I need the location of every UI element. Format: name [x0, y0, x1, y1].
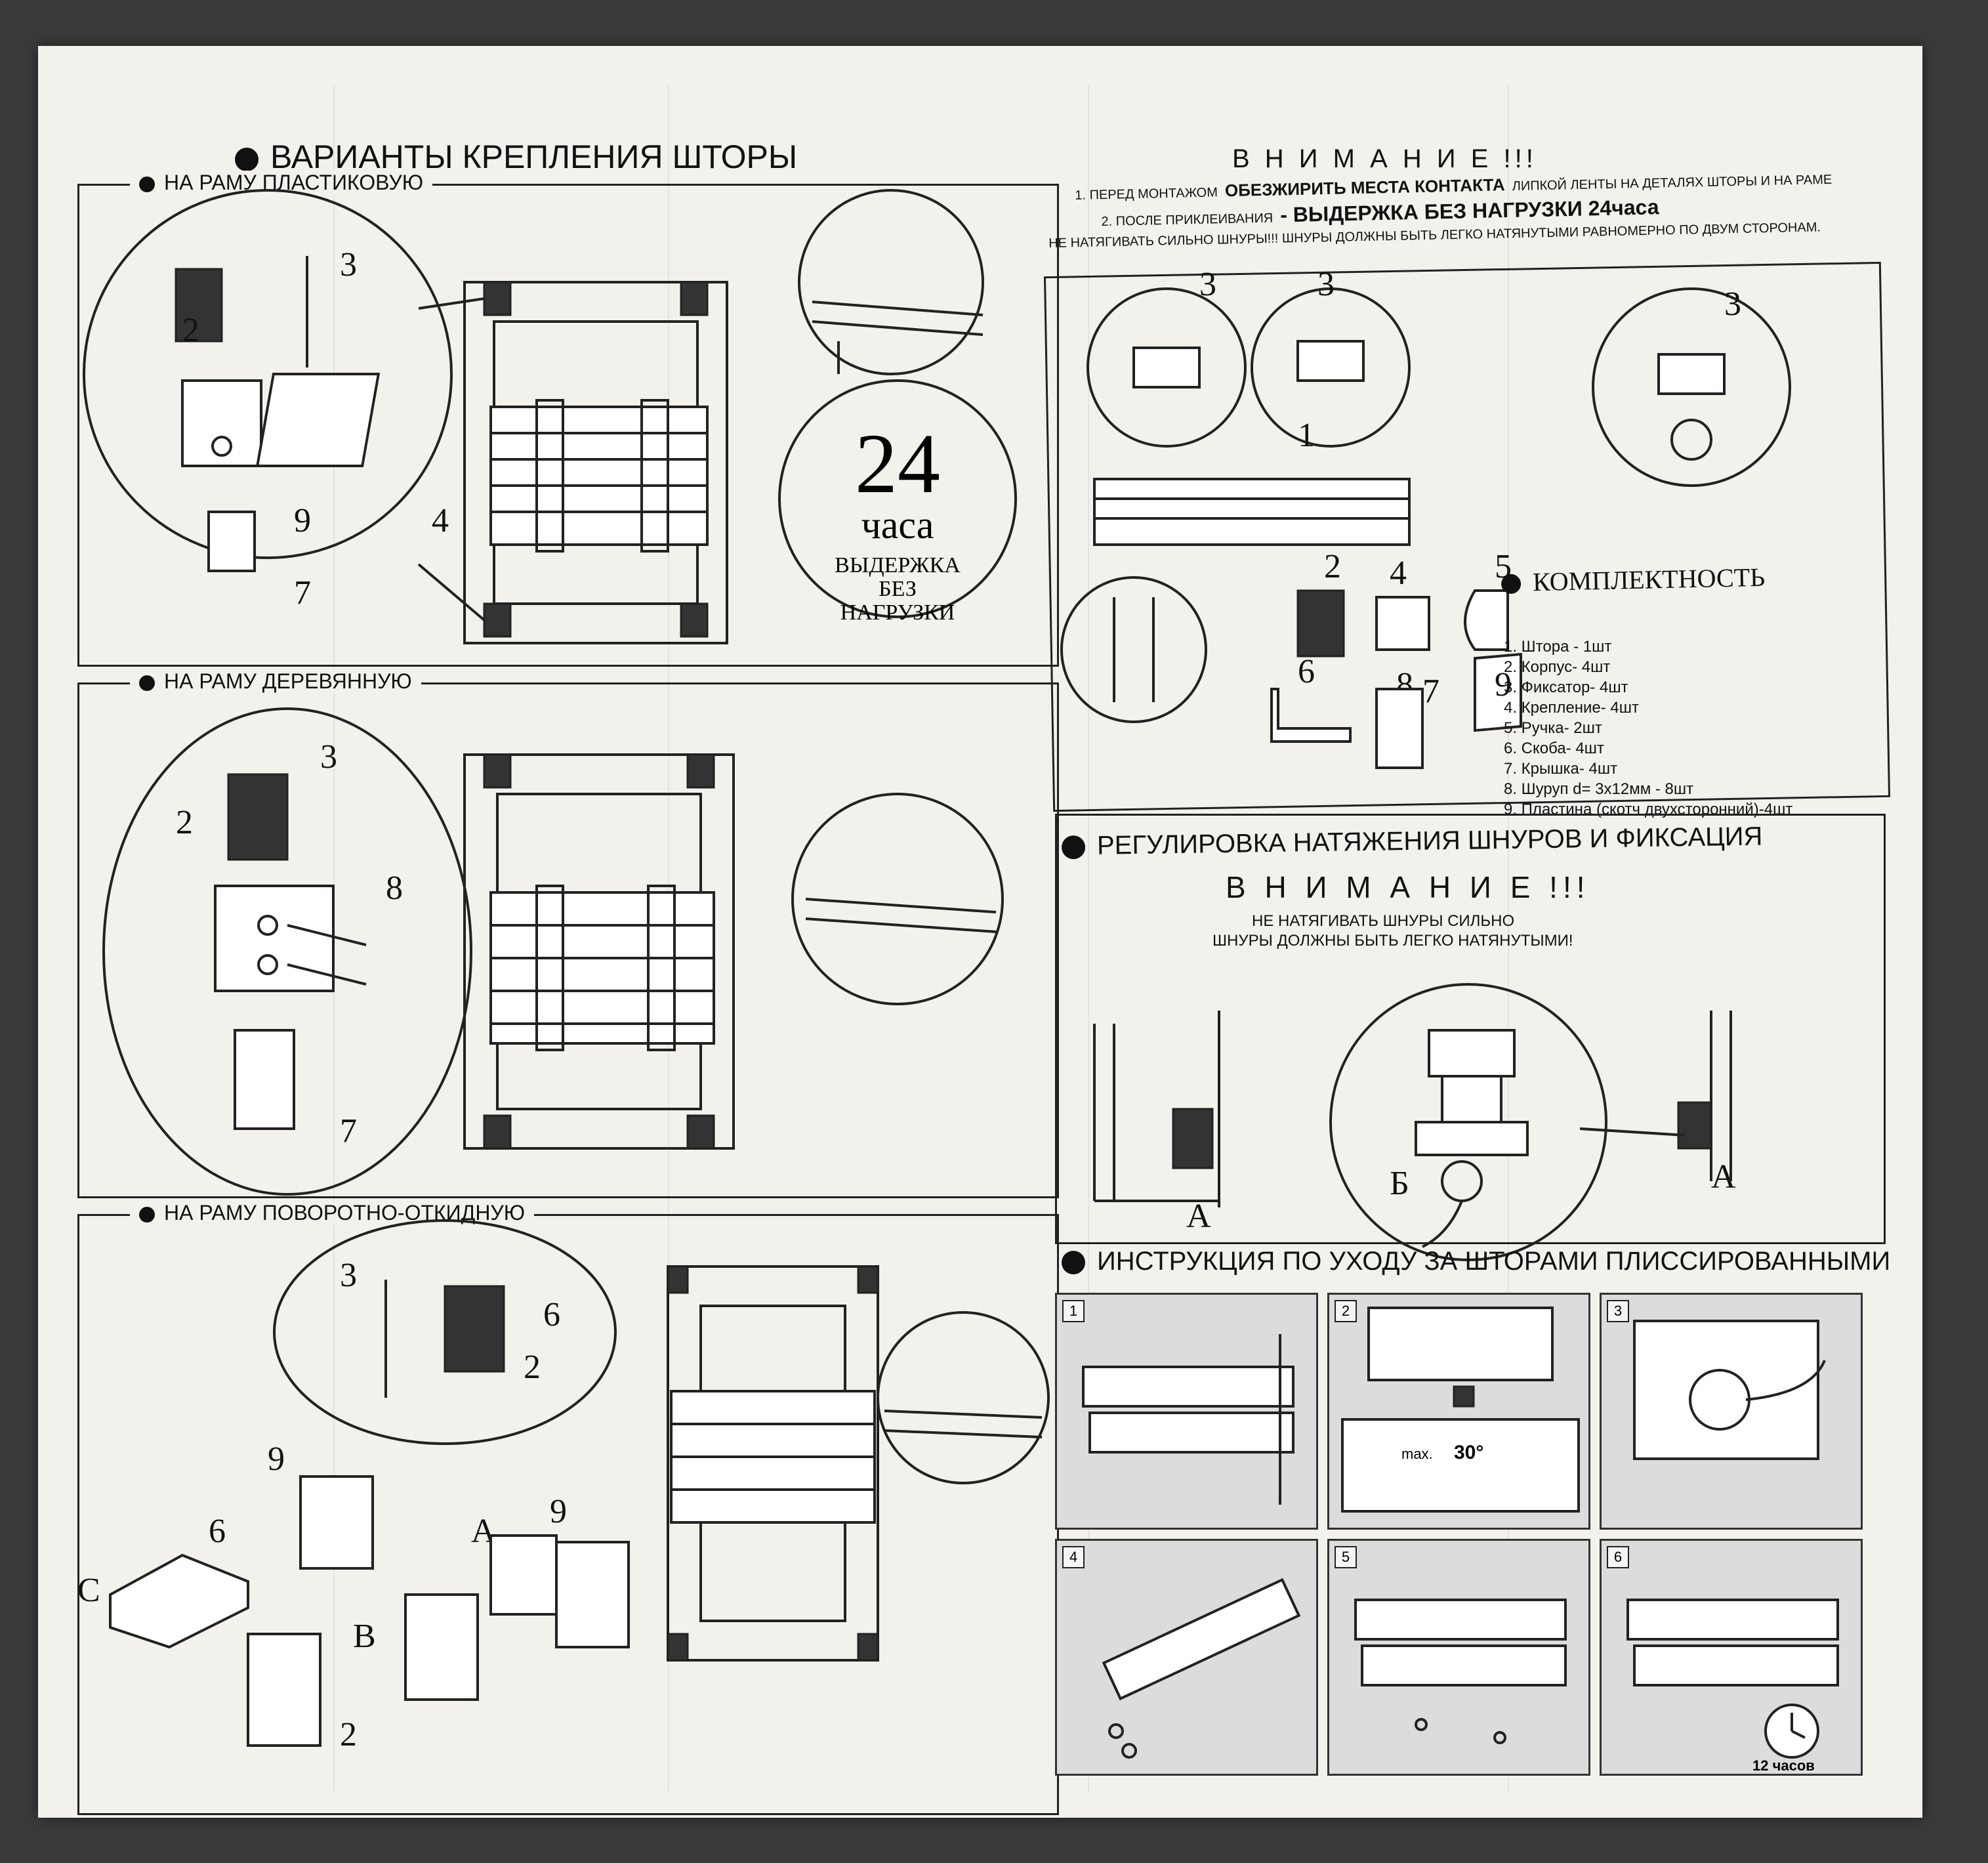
label-2: 2 — [1324, 548, 1341, 585]
tilt-frame-diagram: 3 6 2 9 6 C B A 9 2 — [77, 1219, 1050, 1753]
bullet-icon — [139, 1206, 155, 1223]
tension-panel — [1055, 814, 1886, 1244]
step-number: 5 — [1335, 1546, 1357, 1568]
label-2b: 2 — [340, 1716, 357, 1753]
label-3: 3 — [320, 738, 337, 776]
kit-diagram: 3 3 1 3 2 4 5 8 6 7 9 — [1060, 266, 1791, 769]
label-8: 8 — [386, 869, 403, 907]
kit-item: 8. Шуруп d= 3х12мм - 8шт — [1504, 780, 1694, 798]
kit-title: КОМПЛЕКТНОСТЬ — [1501, 562, 1766, 598]
hours-label: 12 часов — [1752, 1757, 1815, 1774]
kit-item: 5. Ручка- 2шт — [1504, 719, 1602, 737]
care-illustration — [1354, 1599, 1567, 1744]
label-3c: 3 — [1724, 285, 1741, 323]
label-4: 4 — [1390, 555, 1407, 592]
label-9: 9 — [1495, 666, 1512, 703]
mounting-title: ВАРИАНТЫ КРЕПЛЕНИЯ ШТОРЫ — [235, 138, 797, 176]
cover-part — [207, 511, 256, 572]
plastic-frame-diagram: 2 3 9 4 7 24 часа ВЫДЕРЖКА БЕЗ НАГРУЗКИ — [83, 189, 1017, 644]
max-label: max. — [1401, 1446, 1433, 1462]
care-illustration: 12 часов — [1626, 1599, 1839, 1774]
instruction-sheet: ВАРИАНТЫ КРЕПЛЕНИЯ ШТОРЫ НА РАМУ ПЛАСТИК… — [38, 46, 1922, 1818]
care-step-6: 6 12 часов — [1600, 1539, 1863, 1776]
label-7: 7 — [1422, 673, 1439, 710]
label-3: 3 — [340, 246, 357, 283]
tension-line1: НЕ НАТЯГИВАТЬ ШНУРЫ СИЛЬНО — [1252, 912, 1515, 930]
care-illustration — [1633, 1320, 1826, 1460]
step-number: 3 — [1607, 1300, 1629, 1322]
badge-unit: часа — [861, 503, 934, 547]
label-3: 3 — [1199, 266, 1216, 303]
step-number: 2 — [1335, 1300, 1357, 1322]
bullet-icon — [235, 147, 259, 171]
label-7: 7 — [340, 1112, 357, 1150]
tension-attention: В Н И М А Н И Е !!! — [1226, 870, 1590, 904]
section-plastic-frame — [77, 184, 1059, 667]
bullet-icon — [1501, 574, 1522, 595]
section-wood-heading: НА РАМУ ДЕРЕВЯННУЮ — [130, 669, 421, 694]
24h-badge — [778, 379, 1017, 618]
care-step-1: 1 — [1055, 1293, 1318, 1530]
label-c: C — [77, 1572, 100, 1609]
badge-line1: ВЫДЕРЖКА — [835, 553, 961, 577]
label-4: 4 — [432, 502, 449, 539]
section-plastic-heading: НА РАМУ ПЛАСТИКОВУЮ — [130, 171, 433, 195]
label-2: 2 — [176, 804, 193, 841]
kit-item: 3. Фиксатор- 4шт — [1504, 679, 1628, 696]
label-b: B — [353, 1618, 376, 1655]
label-3b: 3 — [1317, 266, 1335, 303]
label-9: 9 — [294, 502, 311, 539]
label-9: 9 — [268, 1440, 285, 1478]
kit-item: 2. Корпус- 4шт — [1504, 658, 1611, 676]
tension-line2: ШНУРЫ ДОЛЖНЫ БЫТЬ ЛЕГКО НАТЯНУТЫМИ! — [1212, 932, 1573, 950]
wood-frame-diagram: 2 3 8 7 — [102, 707, 1004, 1196]
kit-item: 7. Крышка- 4шт — [1504, 760, 1618, 778]
section-wood-frame — [77, 682, 1059, 1198]
badge-line2: БЕЗ — [879, 577, 917, 601]
label-2: 2 — [524, 1349, 541, 1386]
badge-line3: НАГРУЗКИ — [840, 600, 955, 625]
label-a-right: А — [1711, 1158, 1736, 1196]
tension-diagram: Б А А — [1093, 983, 1736, 1261]
attention-title: В Н И М А Н И Е !!! — [1232, 144, 1537, 173]
care-step-4: 4 — [1055, 1539, 1318, 1776]
kit-list: 1. Штора - 1шт 2. Корпус- 4шт 3. Фиксато… — [1504, 637, 1792, 820]
step-number: 1 — [1062, 1300, 1085, 1322]
label-6: 6 — [1298, 653, 1315, 690]
step-number: 4 — [1062, 1546, 1085, 1568]
care-illustration — [1102, 1578, 1301, 1759]
care-title: ИНСТРУКЦИЯ ПО УХОДУ ЗА ШТОРАМИ ПЛИССИРОВ… — [1062, 1247, 1890, 1276]
care-step-2: 2 max. 30° — [1327, 1293, 1590, 1530]
label-1: 1 — [1298, 417, 1315, 454]
label-6: 6 — [543, 1296, 560, 1333]
label-b: Б — [1390, 1165, 1409, 1202]
bullet-icon — [139, 176, 155, 192]
section-tilt-heading: НА РАМУ ПОВОРОТНО-ОТКИДНУЮ — [130, 1201, 535, 1225]
label-6b: 6 — [209, 1513, 226, 1550]
adhesive-plate — [255, 373, 381, 467]
care-illustration — [1082, 1334, 1294, 1505]
housing-part — [175, 268, 223, 343]
kit-item: 1. Штора - 1шт — [1504, 638, 1612, 656]
bullet-icon — [1062, 1251, 1085, 1275]
label-3: 3 — [340, 1257, 357, 1294]
kit-item: 6. Скоба- 4шт — [1504, 740, 1604, 757]
temp-label: 30° — [1454, 1442, 1483, 1463]
label-a-left: А — [1186, 1198, 1211, 1235]
mount-plate — [181, 379, 262, 467]
care-illustration: max. 30° — [1341, 1307, 1580, 1513]
label-9b: 9 — [550, 1493, 567, 1530]
kit-item: 4. Крепление- 4шт — [1504, 699, 1639, 717]
step-number: 6 — [1607, 1546, 1629, 1568]
badge-24: 24 — [855, 417, 940, 511]
care-step-3: 3 — [1600, 1293, 1863, 1530]
label-7: 7 — [294, 574, 311, 612]
bullet-icon — [139, 675, 155, 691]
care-step-5: 5 — [1327, 1539, 1590, 1776]
label-2: 2 — [182, 312, 199, 349]
